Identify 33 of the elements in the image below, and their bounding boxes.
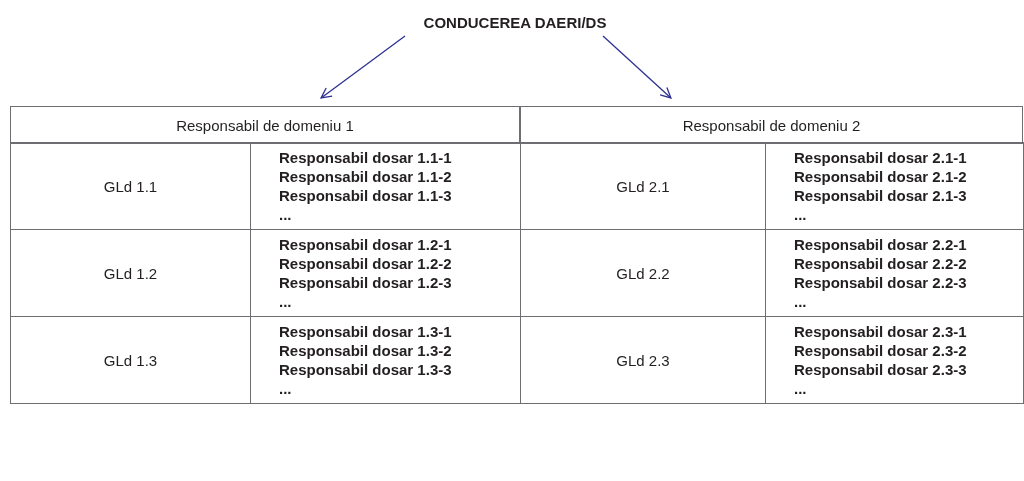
cell-text: ...	[794, 292, 807, 311]
cell-text: Responsabil dosar 2.3-2	[794, 341, 967, 360]
table-cell	[765, 142, 1024, 230]
column-header: Responsabil de domeniu 1	[10, 106, 520, 144]
cell-text: Responsabil dosar 2.1-3	[794, 186, 967, 205]
cell-text: ...	[279, 379, 292, 398]
cell-text: Responsabil dosar 2.2-1	[794, 235, 967, 254]
cell-text: Responsabil dosar 1.1-3	[279, 186, 452, 205]
cell-text: ...	[279, 292, 292, 311]
arrow	[320, 35, 406, 99]
column-header: Responsabil de domeniu 2	[520, 106, 1023, 144]
cell-text: Responsabil dosar 2.2-3	[794, 273, 967, 292]
cell-text: Responsabil dosar 1.3-3	[279, 360, 452, 379]
cell-text: Responsabil dosar 1.2-2	[279, 254, 452, 273]
table-cell: GLd 1.3	[10, 316, 251, 404]
heading-text: CONDUCEREA DAERI/DS	[405, 8, 625, 36]
table-cell	[765, 316, 1024, 404]
cell-text: Responsabil dosar 1.3-2	[279, 341, 452, 360]
cell-text: Responsabil dosar 1.1-2	[279, 167, 452, 186]
cell-text: ...	[279, 205, 292, 224]
arrow	[602, 35, 672, 99]
cell-text: Responsabil dosar 1.3-1	[279, 322, 452, 341]
cell-text: ...	[794, 379, 807, 398]
cell-text: Responsabil dosar 2.3-1	[794, 322, 967, 341]
cell-text: Responsabil dosar 2.3-3	[794, 360, 967, 379]
cell-text: ...	[794, 205, 807, 224]
cell-text: Responsabil dosar 2.1-1	[794, 148, 967, 167]
cell-text: Responsabil dosar 1.2-1	[279, 235, 452, 254]
cell-text: Responsabil dosar 1.1-1	[279, 148, 452, 167]
cell-text: Responsabil dosar 1.2-3	[279, 273, 452, 292]
cell-text: Responsabil dosar 2.2-2	[794, 254, 967, 273]
cell-text: Responsabil dosar 2.1-2	[794, 167, 967, 186]
table-cell: GLd 1.1	[10, 142, 251, 230]
